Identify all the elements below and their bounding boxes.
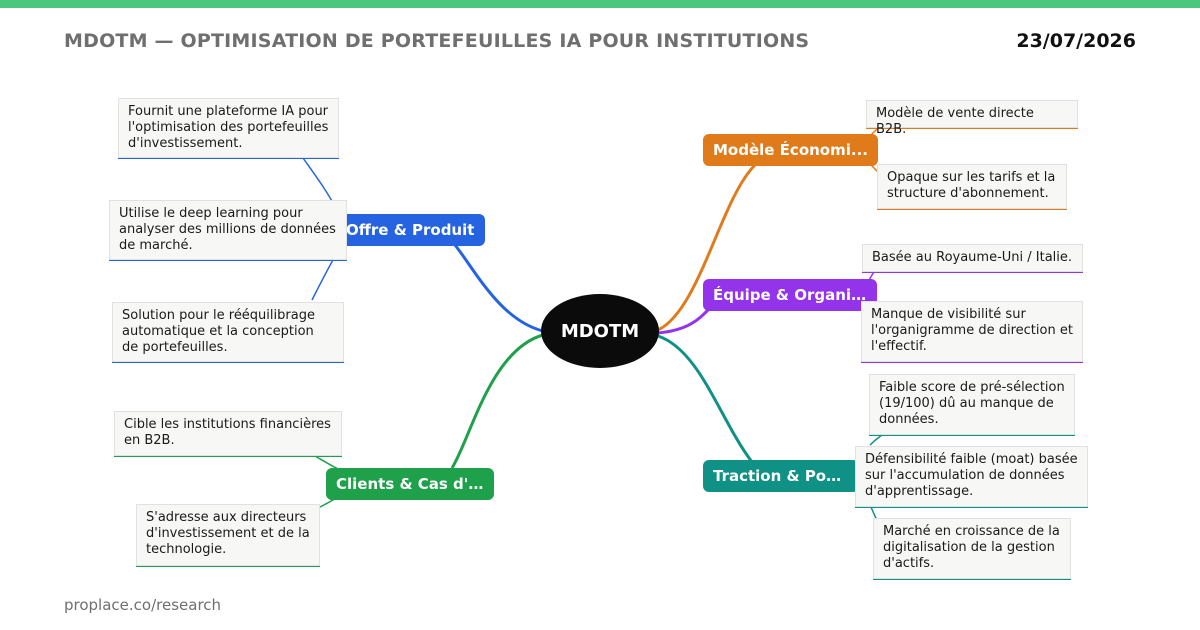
- leaf-clients-1: Cible les institutions financières en B2…: [114, 411, 342, 456]
- top-accent-bar: [0, 0, 1200, 8]
- edge-traction-leaf1: [869, 434, 883, 446]
- leaf-offre-3: Solution pour le rééquilibrage automatiq…: [112, 302, 344, 362]
- leaf-traction-3: Marché en croissance de la digitalisatio…: [873, 518, 1071, 579]
- footer-source[interactable]: proplace.co/research: [64, 596, 222, 614]
- leaf-equipe-2: Manque de visibilité sur l'organigramme …: [861, 301, 1083, 362]
- branch-offre-label: Offre & Produit: [346, 221, 475, 239]
- center-node[interactable]: MDOTM: [541, 294, 659, 368]
- branch-modele-label: Modèle Économi...: [713, 141, 868, 159]
- branch-traction-label: Traction & Positi...: [713, 467, 849, 485]
- leaf-traction-1: Faible score de pré-sélection (19/100) d…: [869, 374, 1075, 435]
- branch-offre-produit[interactable]: Offre & Produit: [336, 214, 485, 246]
- branch-modele-economique[interactable]: Modèle Économi...: [703, 134, 878, 166]
- branch-traction[interactable]: Traction & Positi...: [703, 460, 859, 492]
- leaf-modele-2: Opaque sur les tarifs et la structure d'…: [877, 164, 1067, 209]
- leaf-offre-1: Fournit une plateforme IA pour l'optimis…: [118, 98, 339, 158]
- leaf-clients-2: S'adresse aux directeurs d'investissemen…: [136, 504, 320, 566]
- edge-center-equipe: [657, 306, 712, 335]
- page-date: 23/07/2026: [1016, 30, 1136, 52]
- leaf-modele-1: Modèle de vente directe B2B.: [866, 100, 1078, 137]
- edge-center-modele: [657, 163, 757, 332]
- branch-clients-label: Clients & Cas d'...: [336, 475, 484, 493]
- leaf-offre-2: Utilise le deep learning pour analyser d…: [109, 200, 347, 260]
- branch-clients[interactable]: Clients & Cas d'...: [326, 468, 494, 500]
- branch-equipe[interactable]: Équipe & Organi...: [703, 279, 877, 311]
- edge-center-traction: [657, 334, 754, 463]
- leaf-traction-2: Défensibilité faible (moat) basée sur l'…: [855, 446, 1088, 507]
- branch-equipe-label: Équipe & Organi...: [713, 286, 867, 304]
- edge-center-offre: [453, 244, 544, 333]
- edge-center-clients: [450, 333, 544, 469]
- leaf-equipe-1: Basée au Royaume-Uni / Italie.: [862, 244, 1083, 272]
- page-title: MDOTM — OPTIMISATION DE PORTEFEUILLES IA…: [64, 30, 810, 52]
